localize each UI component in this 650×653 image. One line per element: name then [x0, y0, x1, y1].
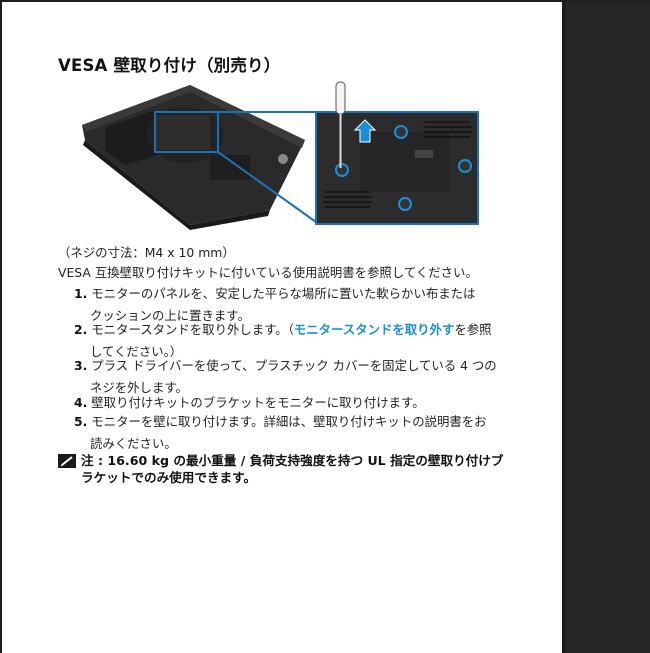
- vesa-mount-figure: [80, 80, 490, 230]
- step-text: モニターを壁に取り付けます。詳細は、壁取り付けキットの説明書をお: [91, 414, 487, 429]
- step-text-cont: してください。）: [90, 344, 183, 359]
- step-text: プラス ドライバーを使って、プラスチック カバーを固定している 4 つの: [91, 358, 497, 373]
- step-text: モニタースタンドを取り外します。（: [91, 322, 294, 337]
- step-number: 2.: [74, 322, 88, 337]
- screw-spec: （ネジの寸法：M4 x 10 mm）: [58, 245, 235, 260]
- pencil-note-icon: [58, 454, 76, 468]
- monitor-back-illustration: [82, 81, 479, 230]
- window-left-border: [0, 0, 2, 653]
- step-text: モニターのパネルを、安定した平らな場所に置いた軟らかい布または: [91, 286, 476, 301]
- step-5: 5. モニターを壁に取り付けます。詳細は、壁取り付けキットの説明書をお 読みくだ…: [74, 412, 487, 452]
- step-number: 3.: [74, 358, 88, 373]
- step-3: 3. プラス ドライバーを使って、プラスチック カバーを固定している 4 つの …: [74, 356, 497, 396]
- step-number: 4.: [74, 395, 88, 410]
- note-text-line1: 注 : 16.60 kg の最小重量 / 負荷支持強度を持つ UL 指定の壁取り…: [81, 453, 504, 468]
- page-edge-shadow: [562, 0, 566, 653]
- step-2: 2. モニタースタンドを取り外します。（モニタースタンドを取り外すを参照 してく…: [74, 320, 492, 360]
- step-4: 4. 壁取り付けキットのブラケットをモニターに取り付けます。: [74, 393, 425, 411]
- step-number: 5.: [74, 414, 88, 429]
- step-text: 壁取り付けキットのブラケットをモニターに取り付けます。: [91, 395, 425, 410]
- step-text: を参照: [454, 322, 492, 337]
- step-text-cont: ネジを外します。: [90, 380, 188, 395]
- note-text-line2: ラケットでのみ使用できます。: [81, 470, 257, 485]
- step-number: 1.: [74, 286, 88, 301]
- document-page: [2, 2, 562, 653]
- remove-stand-link[interactable]: モニタースタンドを取り外す: [293, 322, 455, 337]
- section-title: VESA 壁取り付け（別売り）: [58, 56, 281, 75]
- step-text-cont: クッションの上に置きます。: [90, 308, 250, 323]
- step-1: 1. モニターのパネルを、安定した平らな場所に置いた軟らかい布または クッション…: [74, 284, 475, 324]
- intro-text: VESA 互換壁取り付けキットに付いている使用説明書を参照してください。: [58, 265, 478, 280]
- step-text-cont: 読みください。: [90, 436, 177, 451]
- window-top-border: [0, 0, 650, 2]
